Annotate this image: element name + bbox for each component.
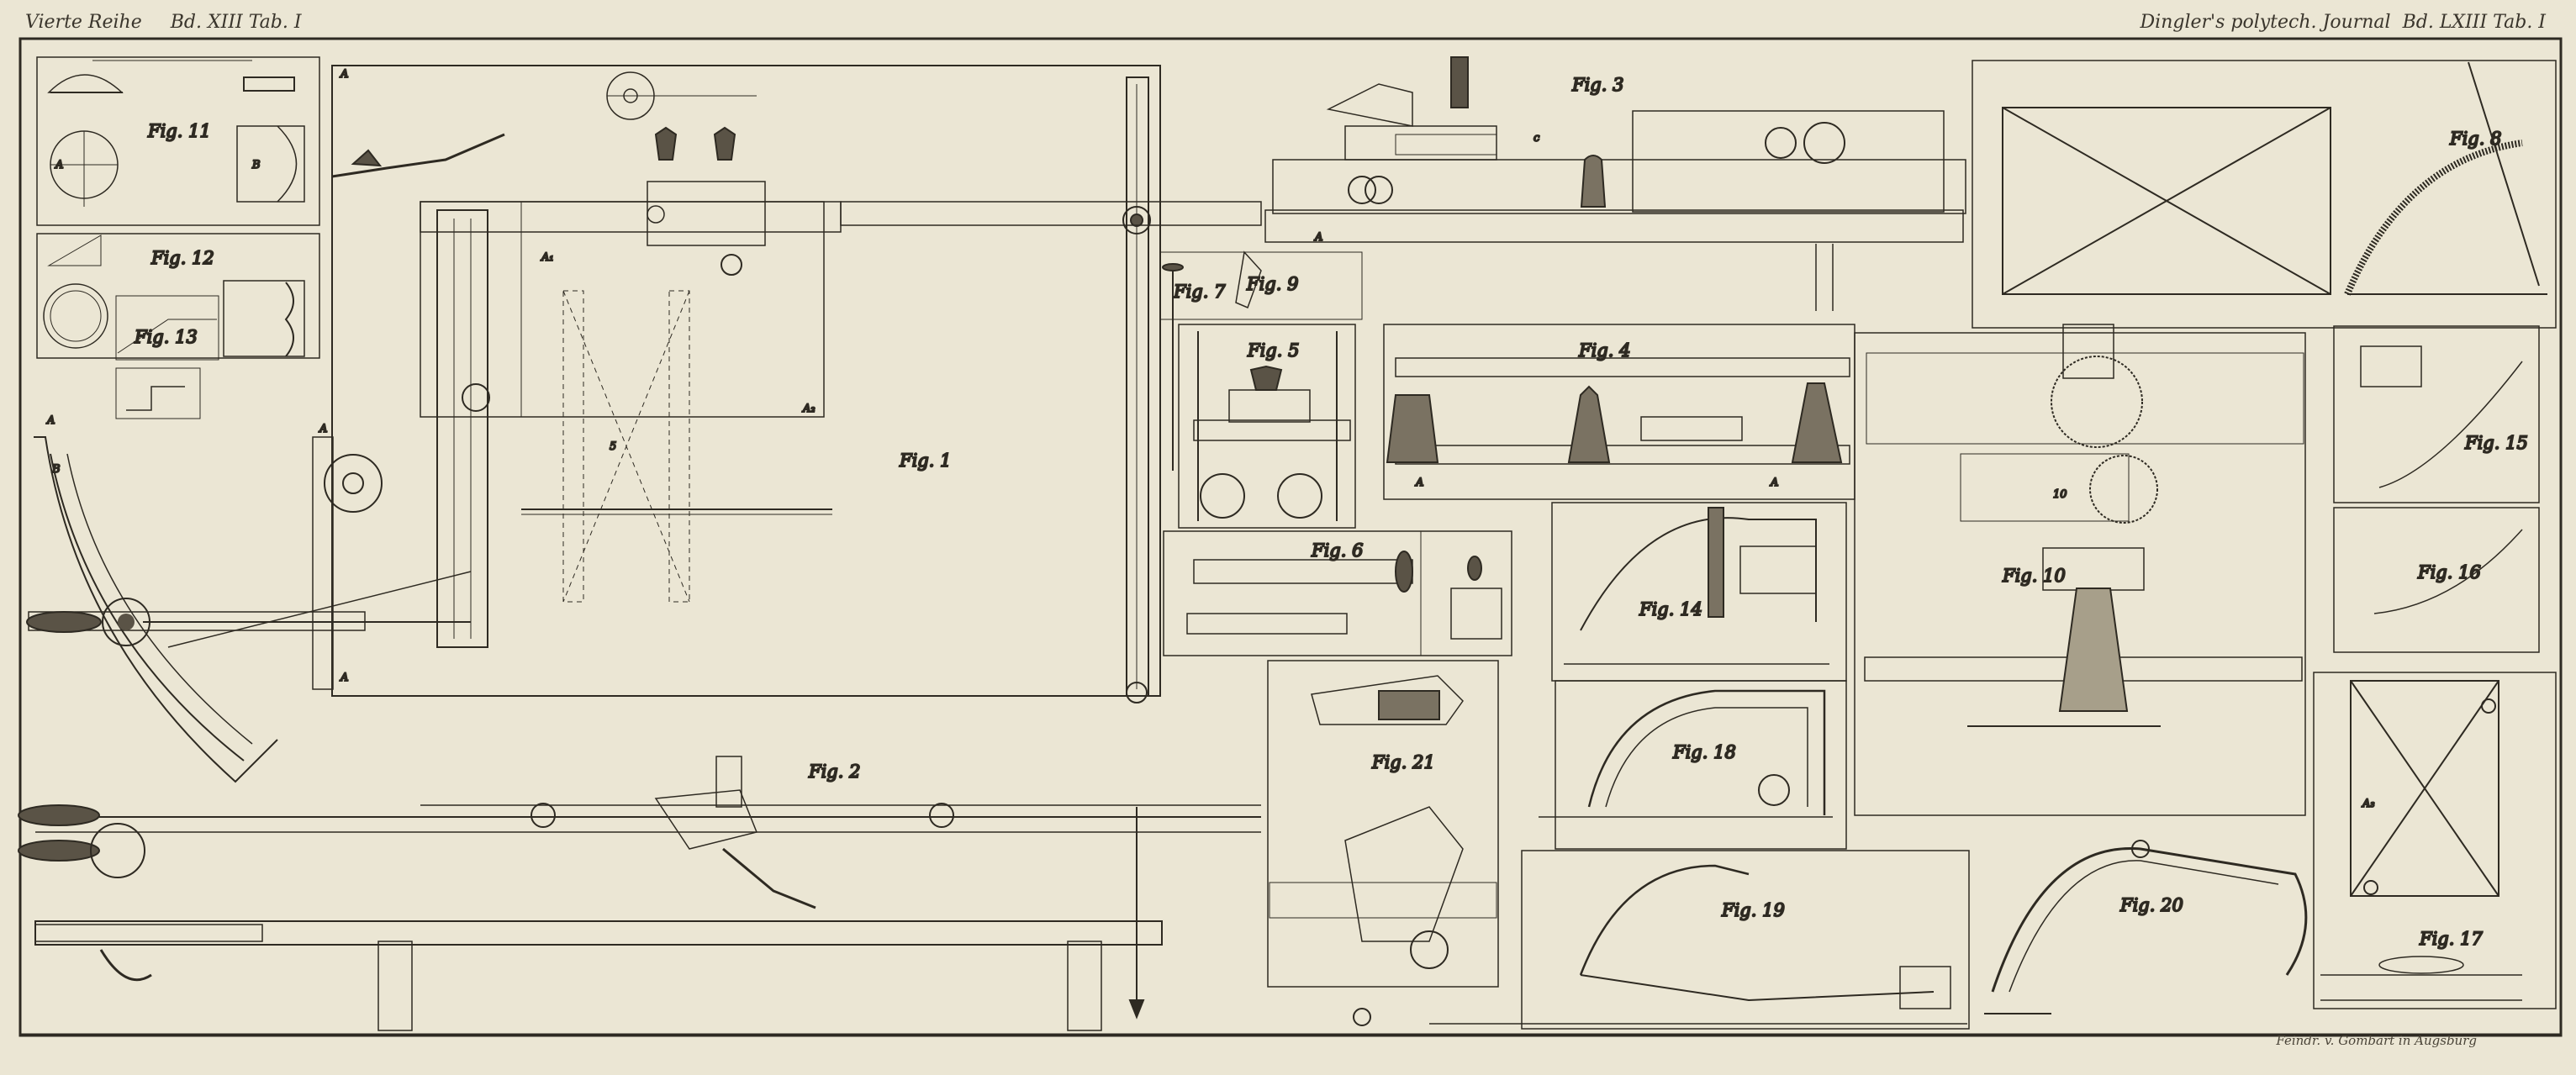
fig3-label: Fig. 3 xyxy=(1571,75,1623,95)
figure-5: Fig. 5 xyxy=(1178,324,1356,529)
plate-header-left: Vierte Reihe Bd. XIII Tab. I xyxy=(25,12,302,33)
figure-16: Fig. 16 xyxy=(2333,507,2540,653)
figure-12-13: Fig. 12 Fig. 13 xyxy=(36,233,320,419)
fig14-label: Fig. 14 xyxy=(1639,599,1702,619)
figure-2: Fig. 2 xyxy=(18,756,1261,1031)
figure-18: Fig. 18 xyxy=(1539,680,1847,850)
fig4-letter-a: A xyxy=(1415,477,1423,489)
quadrant-letter-a-right: A xyxy=(319,423,327,435)
journal-name: Dingler's polytech. Journal xyxy=(2140,12,2391,33)
quadrant-arm: A B A xyxy=(26,414,472,783)
fig17-letter-a3: A₃ xyxy=(2362,798,2375,810)
fig1-letter-a1: A₁ xyxy=(541,251,554,264)
fig3-letter-a: A xyxy=(1314,231,1322,244)
fig11-letter-a: A xyxy=(55,159,63,171)
figure-21: Fig. 21 xyxy=(1267,660,1499,988)
fig1-letter-a: A xyxy=(340,68,348,81)
fig6-label: Fig. 6 xyxy=(1311,540,1363,561)
fig5-label: Fig. 5 xyxy=(1247,340,1299,361)
figure-10: Fig. 10 10 xyxy=(1854,324,2306,816)
fig7-label: Fig. 7 xyxy=(1173,282,1226,302)
fig1-letter-a2: A₂ xyxy=(802,403,816,415)
figure-7-9: Fig. 7 Fig. 9 xyxy=(1159,250,1363,471)
figure-14: Fig. 14 xyxy=(1551,502,1847,682)
figure-3: Fig. 3 A c xyxy=(1264,56,1966,311)
series-volume: Bd. XIII Tab. I xyxy=(170,12,302,33)
fig10-number: 10 xyxy=(2053,488,2067,501)
plate-header-right: Dingler's polytech. Journal Bd. LXIII Tab… xyxy=(2141,12,2546,33)
printer-credit: Feindr. v. Gombart in Augsburg xyxy=(2276,1033,2477,1048)
plate-border xyxy=(18,37,2563,1037)
fig1-label: Fig. 1 xyxy=(899,451,951,471)
figure-15: Fig. 15 xyxy=(2333,325,2540,503)
fig15-label: Fig. 15 xyxy=(2464,433,2528,453)
fig12-label: Fig. 12 xyxy=(150,248,214,268)
journal-volume: Bd. LXIII Tab. I xyxy=(2402,12,2546,33)
figure-20: Fig. 20 xyxy=(1984,840,2308,1014)
figure-11: Fig. 11 A B xyxy=(36,56,320,226)
fig4-letter-a-right: A xyxy=(1770,477,1778,489)
fig21-label: Fig. 21 xyxy=(1371,752,1435,772)
fig18-label: Fig. 18 xyxy=(1672,742,1736,762)
fig10-label: Fig. 10 xyxy=(2002,566,2066,586)
fig4-label: Fig. 4 xyxy=(1578,340,1630,361)
fig11-letter-b: B xyxy=(251,159,261,171)
series-name: Vierte Reihe xyxy=(25,12,142,33)
figure-19: Fig. 19 xyxy=(1353,850,1970,1030)
fig17-label: Fig. 17 xyxy=(2419,929,2483,949)
fig8-label: Fig. 8 xyxy=(2449,129,2501,149)
fig13-label: Fig. 13 xyxy=(134,327,198,347)
fig9-label: Fig. 9 xyxy=(1246,274,1298,294)
fig11-label: Fig. 11 xyxy=(147,121,211,141)
figure-17: Fig. 17 A₃ xyxy=(2313,672,2557,1009)
fig16-label: Fig. 16 xyxy=(2417,562,2481,582)
fig20-label: Fig. 20 xyxy=(2119,895,2183,915)
figure-8: Fig. 8 xyxy=(1972,60,2557,329)
fig2-label: Fig. 2 xyxy=(808,761,860,782)
fig1-letter-a-bottom: A xyxy=(340,672,348,684)
figure-6: Fig. 6 xyxy=(1163,530,1512,656)
quadrant-letter-b: B xyxy=(51,463,61,476)
figure-1: Fig. 1 A A A₂ A₁ 5 xyxy=(331,65,1262,703)
fig3-letter-c: c xyxy=(1533,132,1540,145)
quadrant-letter-a: A xyxy=(46,414,55,427)
figure-4: Fig. 4 A A xyxy=(1383,324,1855,500)
fig1-number-5: 5 xyxy=(610,440,616,453)
fig19-label: Fig. 19 xyxy=(1721,900,1785,920)
